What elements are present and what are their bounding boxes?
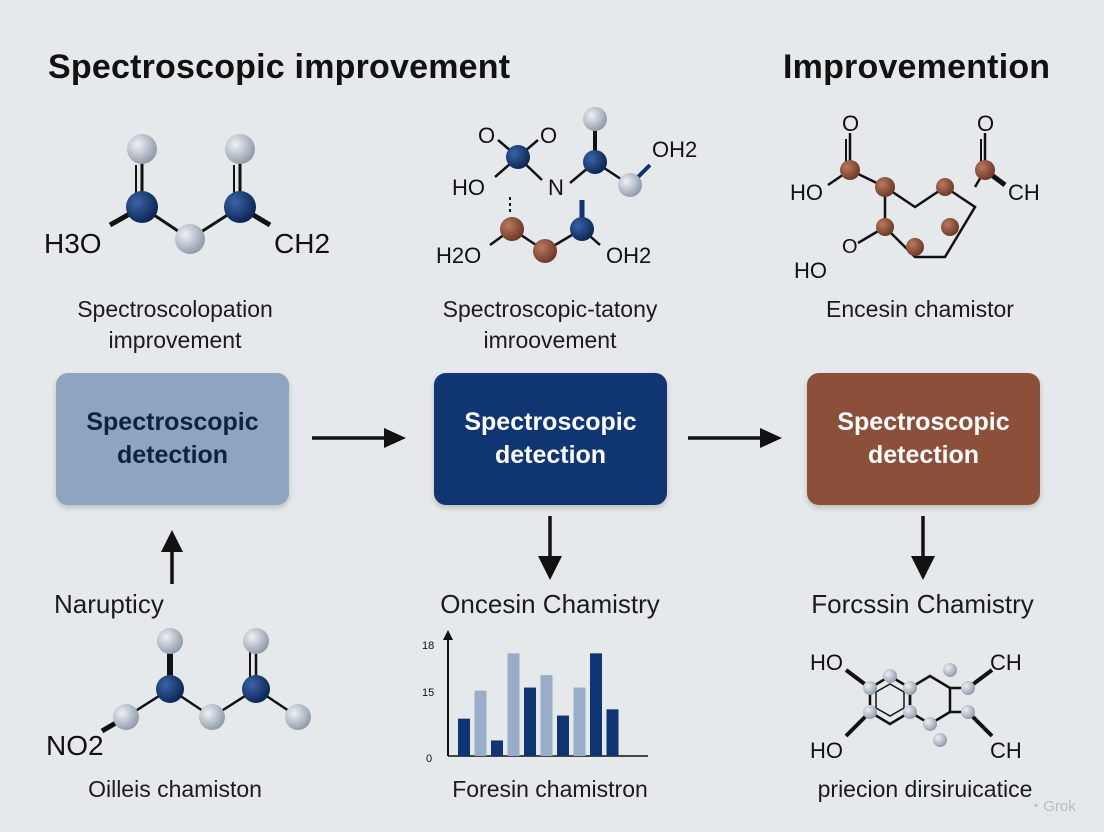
atom [126,191,158,223]
arrow-up-1 [161,530,183,584]
label-ho: HO [790,180,823,205]
label-ch-bottom: CH [990,738,1022,763]
bar [606,709,619,756]
bar [573,687,586,756]
label-no2: NO2 [46,730,104,761]
label-o1: O [478,123,495,148]
atom [199,704,225,730]
heading-2: Oncesin Chamistry [440,589,660,619]
label-ho-bottom: HO [794,258,827,283]
label-o2: O [977,111,994,136]
bar [590,653,602,756]
atom [224,191,256,223]
bottom-caption-2: Foresin chamistron [452,776,648,802]
atom [941,218,959,236]
bottom-caption-1: Oilleis chamiston [88,776,262,802]
atom [242,675,270,703]
label-ho-bottom: HO [810,738,843,763]
atom [876,218,894,236]
label-h3o: H3O [44,228,102,259]
label-o3: O [842,236,858,258]
label-ho-top: HO [810,650,843,675]
label-ch-top: CH [990,650,1022,675]
atom [936,178,954,196]
bottom-caption-3: priecion dirsiruicatice [817,776,1033,802]
atom [943,663,957,677]
molecule-diagram-5: HO CH HO CH [810,650,1022,763]
heading-3: Forcssin Chamistry [811,589,1034,619]
arrow-down-2 [538,516,562,580]
molecule-diagram-3: O O HO CH O HO [790,111,1040,283]
atom [906,238,924,256]
label-o1: O [842,111,859,136]
molecule-diagram-4: NO2 [46,628,311,761]
y-tick-label: 18 [422,640,434,652]
atom [975,160,995,180]
bar-chart: 18 15 0 [422,630,648,765]
atom [500,217,524,241]
atom [157,628,183,654]
label-oh2-top: OH2 [652,137,697,162]
atom [863,705,877,719]
watermark: ◔ Grok [1030,798,1076,815]
atom [923,717,937,731]
atom [840,160,860,180]
arrow-right-2 [688,428,782,448]
caption-2: Spectroscopic-tatony imroovement [442,296,658,353]
molecule-diagram-2: O O HO N OH2 H2O OH2 [436,107,697,268]
bar [474,690,487,756]
atom [583,150,607,174]
atom [903,705,917,719]
atom [570,217,594,241]
atom [863,681,877,695]
label-n: N [548,175,564,200]
bar [540,675,553,756]
bar [491,740,503,756]
bar [557,715,569,756]
atom [175,224,205,254]
atom [127,134,157,164]
atom [903,681,917,695]
heading-1: Narupticy [54,589,164,619]
atom [156,675,184,703]
arrow-right-1 [312,428,406,448]
title-right: Improvemention [783,48,1051,86]
atom [961,681,975,695]
atom [243,628,269,654]
label-h2o: H2O [436,243,481,268]
molecule-diagram-1: H3O CH2 [44,134,330,259]
caption-1: Spectroscolopation improvement [77,296,273,353]
atom [583,107,607,131]
atom [285,704,311,730]
bar [458,718,470,756]
arrow-down-3 [911,516,935,580]
label-oh2-bottom: OH2 [606,243,651,268]
atom [113,704,139,730]
label-ch: CH [1008,180,1040,205]
atom [225,134,255,164]
atom [883,669,897,683]
atom [961,705,975,719]
atom [875,177,895,197]
label-ch2: CH2 [274,228,330,259]
atom [506,145,530,169]
y-tick-label: 0 [426,753,432,765]
atom [933,733,947,747]
atom [618,173,642,197]
label-ho: HO [452,175,485,200]
title-left: Spectroscopic improvement [48,48,511,86]
bar [524,687,536,756]
label-o2: O [540,123,557,148]
bar [507,653,520,756]
y-tick-label: 15 [422,687,434,699]
atom [533,239,557,263]
grok-logo-icon: ◔ [1030,798,1040,815]
caption-3: Encesin chamistor [826,296,1014,322]
